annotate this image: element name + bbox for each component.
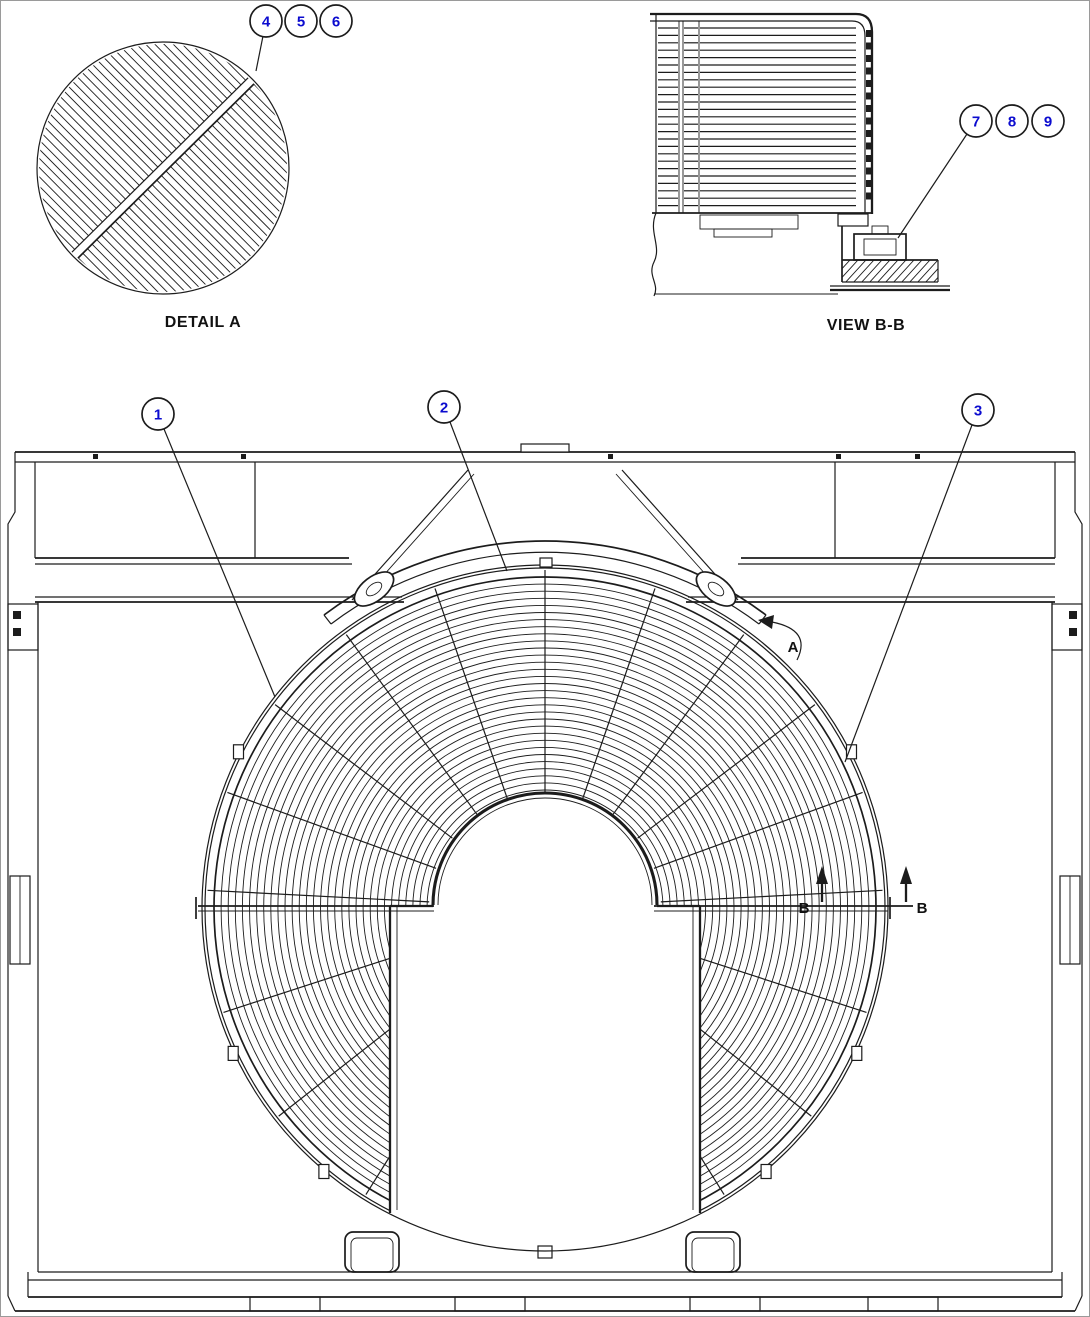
foot-pad bbox=[249, 1296, 321, 1312]
tank-top-detail-2 bbox=[713, 228, 773, 238]
leader-3 bbox=[844, 424, 973, 763]
callout-3-number: 3 bbox=[974, 403, 982, 420]
left-hinge-bracket bbox=[7, 603, 39, 651]
callout-2-balloon[interactable] bbox=[427, 390, 461, 424]
callout-1-number: 1 bbox=[154, 407, 162, 424]
callout-6[interactable]: 6 bbox=[319, 4, 353, 38]
top-rim-tab bbox=[539, 557, 553, 568]
callout-8-number: 8 bbox=[1008, 114, 1016, 131]
fan-guard bbox=[195, 557, 913, 1252]
detail-a-indicator-arc bbox=[771, 621, 802, 661]
guard-rim bbox=[204, 567, 886, 1249]
guard-spokes bbox=[207, 570, 883, 1239]
rim-mount-tabs bbox=[227, 744, 863, 1180]
right-hinge-bracket bbox=[1051, 603, 1083, 651]
right-trunnion-inner bbox=[707, 581, 725, 597]
callout-9-balloon[interactable] bbox=[1031, 104, 1065, 138]
detail-a-spoke-seam-line bbox=[69, 75, 263, 267]
mount-clamp bbox=[837, 213, 869, 227]
rivet bbox=[93, 454, 98, 459]
callout-5[interactable]: 5 bbox=[284, 4, 318, 38]
right-trunnion bbox=[695, 571, 737, 607]
callout-3[interactable]: 3 bbox=[961, 393, 995, 427]
base-corner bbox=[1074, 1295, 1083, 1312]
leader-1 bbox=[163, 428, 276, 698]
callout-7-balloon[interactable] bbox=[959, 104, 993, 138]
view-b-b-label: VIEW B-B bbox=[827, 317, 906, 334]
callout-leaders bbox=[163, 35, 973, 763]
left-trunnion bbox=[353, 571, 395, 607]
base-corner bbox=[7, 1295, 16, 1312]
core-top-channel-inner bbox=[650, 20, 866, 214]
callout-1-balloon[interactable] bbox=[141, 397, 175, 431]
callout-8[interactable]: 8 bbox=[995, 104, 1029, 138]
detail-a-spoke-seam-line-2 bbox=[63, 69, 257, 261]
isolator-mount-inner bbox=[863, 238, 897, 256]
callout-2[interactable]: 2 bbox=[427, 390, 461, 424]
callout-7[interactable]: 7 bbox=[959, 104, 993, 138]
callout-5-number: 5 bbox=[297, 14, 305, 31]
radiator-fins bbox=[658, 27, 856, 207]
bottom-center-clip bbox=[537, 1245, 553, 1259]
rivet bbox=[241, 454, 246, 459]
bolt bbox=[13, 611, 21, 619]
top-center-tab bbox=[520, 443, 570, 453]
detail-a-arrowhead bbox=[758, 615, 774, 629]
callout-2-number: 2 bbox=[440, 400, 448, 417]
section-b-right-arrow bbox=[900, 866, 912, 884]
fan-shroud-segment bbox=[323, 469, 767, 625]
frame-right-edge bbox=[1074, 472, 1083, 1296]
callout-1[interactable]: 1 bbox=[141, 397, 175, 431]
rivet bbox=[608, 454, 613, 459]
hub-dome-arc-inner bbox=[437, 797, 653, 906]
mount-tab-inner bbox=[350, 1237, 394, 1273]
side-bolt-strip bbox=[866, 30, 872, 200]
leader-7 bbox=[897, 133, 968, 239]
callout-6-number: 6 bbox=[332, 14, 340, 31]
callout-7-number: 7 bbox=[972, 114, 980, 131]
detail-a-circle bbox=[36, 41, 290, 295]
shroud-left-cap bbox=[323, 614, 332, 625]
foot-pad bbox=[689, 1296, 761, 1312]
callout-4-balloon[interactable] bbox=[249, 4, 283, 38]
leader-2 bbox=[449, 421, 508, 572]
callout-4-number: 4 bbox=[262, 14, 271, 31]
mount-tab-inner bbox=[691, 1237, 735, 1273]
rivet bbox=[836, 454, 841, 459]
detail-a-marker: A bbox=[788, 639, 799, 656]
foot-pad bbox=[867, 1296, 939, 1312]
left-trunnion-inner bbox=[365, 581, 383, 597]
tank-top-detail bbox=[699, 214, 799, 230]
callout-8-balloon[interactable] bbox=[995, 104, 1029, 138]
callout-6-balloon[interactable] bbox=[319, 4, 353, 38]
section-markers bbox=[758, 615, 912, 902]
bolt bbox=[13, 628, 21, 636]
callout-3-balloon[interactable] bbox=[961, 393, 995, 427]
break-line bbox=[651, 212, 658, 297]
callout-4[interactable]: 4 bbox=[249, 4, 283, 38]
foot-bracket-hatch bbox=[842, 260, 938, 282]
section-b-left-arrow bbox=[816, 866, 828, 884]
section-b-right-label: B bbox=[917, 900, 928, 917]
callout-9[interactable]: 9 bbox=[1031, 104, 1065, 138]
bolt bbox=[1069, 628, 1077, 636]
section-b-left-label: B bbox=[799, 900, 810, 917]
callout-balloons: 1 2 3 4 5 6 7 8 bbox=[141, 4, 1065, 431]
hub-dome-arc bbox=[431, 791, 659, 906]
view-b-b bbox=[650, 12, 950, 297]
frame-left-edge bbox=[7, 472, 16, 1296]
callout-5-balloon[interactable] bbox=[284, 4, 318, 38]
detail-a-label: DETAIL A bbox=[165, 314, 242, 331]
isolator-bolt bbox=[871, 225, 889, 235]
foot-pad bbox=[454, 1296, 526, 1312]
bolt bbox=[1069, 611, 1077, 619]
callout-9-number: 9 bbox=[1044, 114, 1052, 131]
rivet bbox=[915, 454, 920, 459]
leader-4 bbox=[255, 35, 264, 72]
